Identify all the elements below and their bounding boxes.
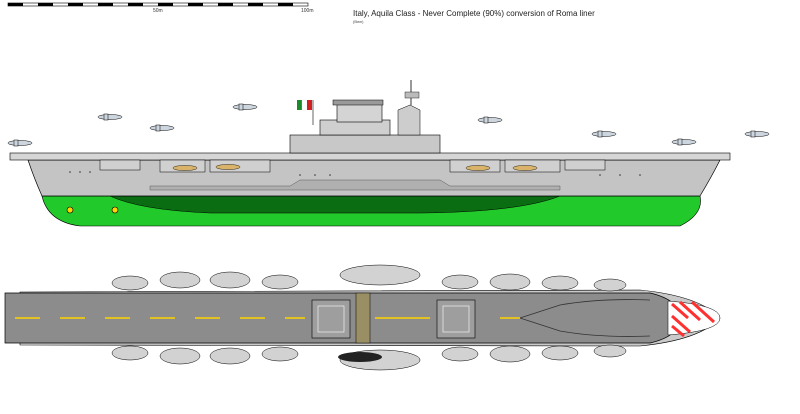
- bow-marking: [667, 300, 721, 338]
- aircraft-group: [7, 103, 770, 147]
- bulge-dark: [109, 195, 561, 214]
- aircraft-icon: [232, 103, 258, 111]
- italian-flag-icon: [297, 99, 312, 111]
- side-profile: [9, 80, 731, 227]
- plan-view: [4, 264, 721, 371]
- aircraft-icon: [97, 113, 123, 121]
- flight-deck-side: [9, 152, 731, 161]
- aircraft-icon: [671, 138, 697, 146]
- drawing-title: Italy, Aquila Class - Never Complete (90…: [353, 9, 595, 18]
- scale-label: 100m: [301, 8, 314, 14]
- aircraft-icon: [477, 116, 503, 124]
- bridge-tower: [397, 104, 421, 136]
- island: [289, 80, 441, 154]
- anchor-icon: [66, 206, 119, 214]
- belt: [149, 179, 561, 191]
- boats: [172, 164, 538, 171]
- aircraft-icon: [591, 130, 617, 138]
- portholes: [69, 171, 641, 176]
- aircraft-icon: [149, 124, 175, 132]
- aircraft-icon: [744, 130, 770, 138]
- aircraft-icon: [7, 139, 33, 147]
- plan-sponsons: [111, 264, 627, 371]
- scale-label: 50m: [153, 8, 163, 14]
- barrier: [355, 292, 371, 344]
- island-plan: [338, 352, 382, 362]
- funnel: [336, 103, 383, 123]
- scale-bar: [7, 2, 309, 7]
- elevators: [311, 299, 476, 339]
- catapult-track: [519, 299, 651, 319]
- author-tag: (Bwn): [353, 19, 364, 24]
